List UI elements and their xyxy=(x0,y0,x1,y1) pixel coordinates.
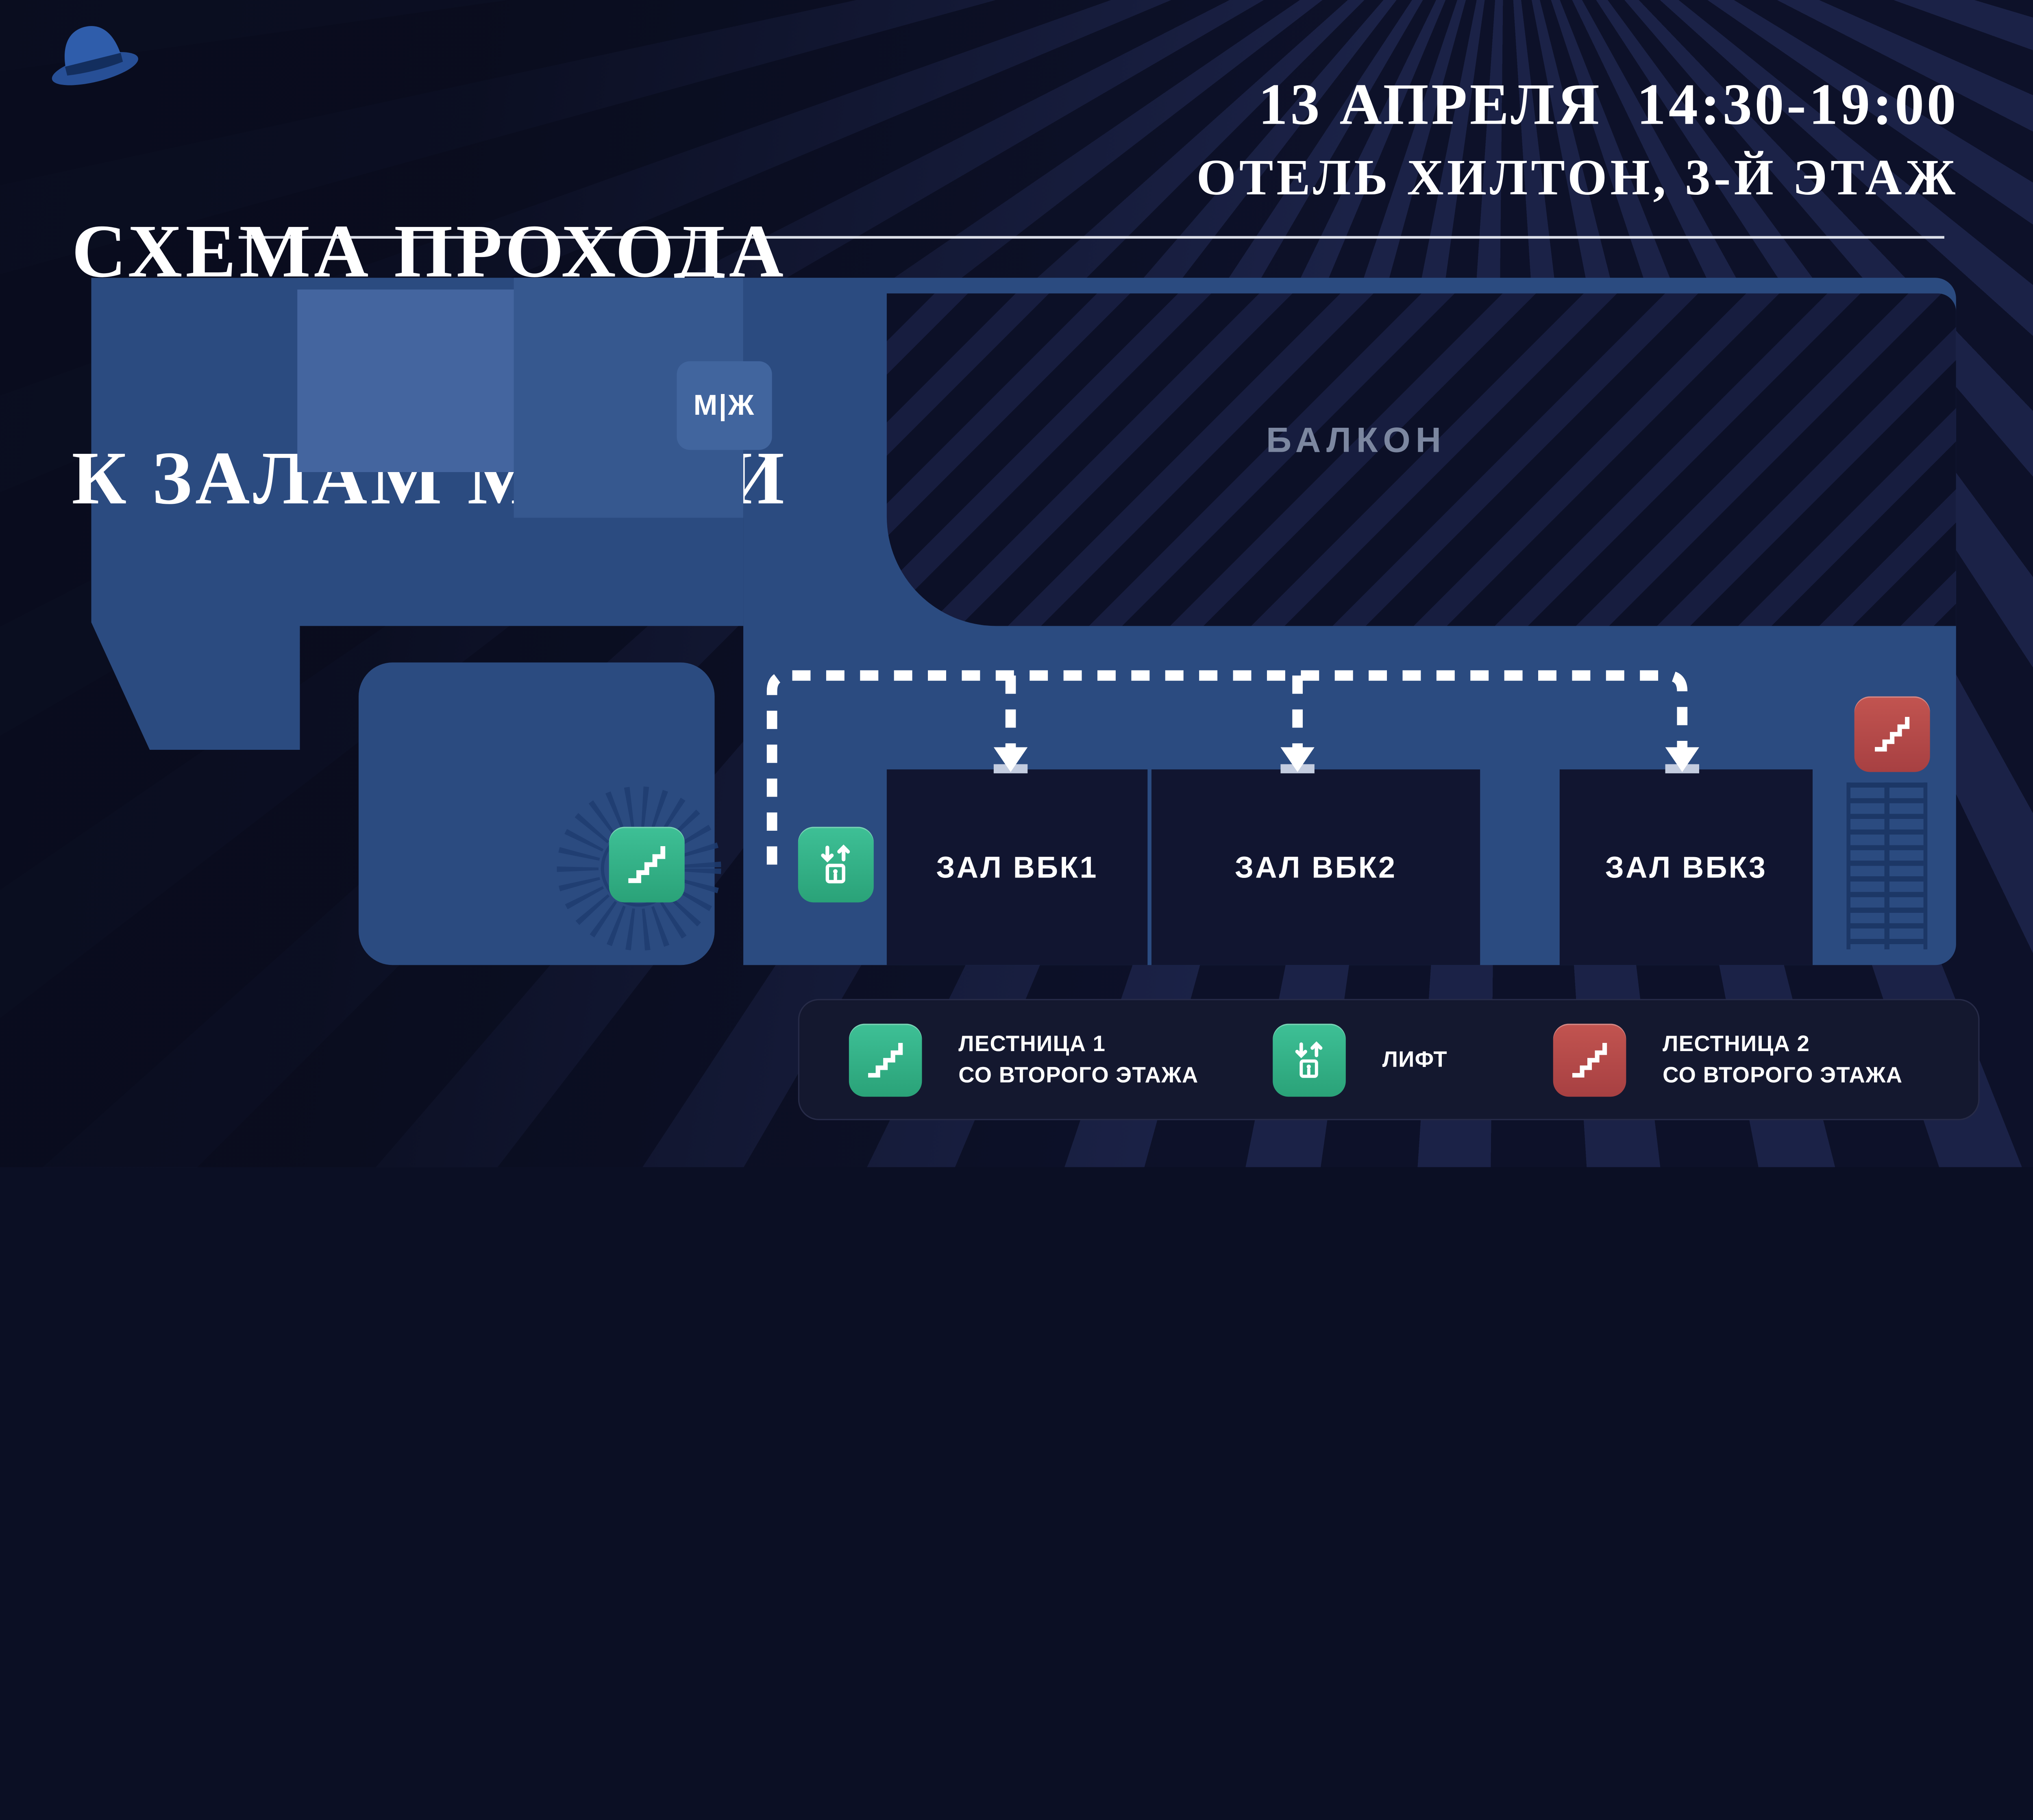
legend-stairs-1-line1: ЛЕСТНИЦА 1 xyxy=(958,1031,1106,1056)
plan-left-wing xyxy=(91,278,300,750)
hall-vbk3-label: ЗАЛ ВБК3 xyxy=(1605,849,1767,884)
hall-vbk2: ЗАЛ ВБК2 xyxy=(1151,769,1480,965)
legend-stairs-2-line2: СО ВТОРОГО ЭТАЖА xyxy=(1663,1062,1903,1087)
stairs-2-icon xyxy=(1854,696,1930,772)
legend-item-elevator: ЛИФТ xyxy=(1273,1000,1447,1119)
elevator-icon xyxy=(798,827,874,903)
hall-vbk1: ЗАЛ ВБК1 xyxy=(886,769,1148,965)
event-location: ОТЕЛЬ ХИЛТОН, 3-Й ЭТАЖ xyxy=(1196,150,1959,206)
legend-item-stairs-1: ЛЕСТНИЦА 1 СО ВТОРОГО ЭТАЖА xyxy=(849,1000,1199,1119)
hall-vbk3: ЗАЛ ВБК3 xyxy=(1559,769,1813,965)
red-stairs-icon xyxy=(1553,1023,1626,1096)
restroom-sign: М|Ж xyxy=(677,361,772,450)
straight-staircase xyxy=(1846,782,1928,949)
hall-vbk2-door xyxy=(1280,764,1315,773)
legend-stairs-2-line1: ЛЕСТНИЦА 2 xyxy=(1663,1031,1810,1056)
stairs-1-icon xyxy=(609,827,685,903)
elevator-icon xyxy=(1273,1023,1346,1096)
poster: СХЕМА ПРОХОДА К ЗАЛАМ МАФИИ 13 АПРЕЛЯ 14… xyxy=(0,0,2033,1167)
event-datetime: 13 АПРЕЛЯ 14:30-19:00 xyxy=(1258,72,1959,137)
balcony-area: БАЛКОН xyxy=(886,293,1956,626)
green-stairs-icon xyxy=(849,1023,922,1096)
legend: ЛЕСТНИЦА 1 СО ВТОРОГО ЭТАЖА ЛИФТ xyxy=(798,999,1980,1120)
header-divider xyxy=(238,236,1944,239)
title-line-1: СХЕМА ПРОХОДА xyxy=(72,209,787,294)
balcony-label: БАЛКОН xyxy=(1266,420,1446,460)
hall-vbk3-door xyxy=(1665,764,1699,773)
hall-vbk1-label: ЗАЛ ВБК1 xyxy=(936,849,1098,884)
legend-item-stairs-2: ЛЕСТНИЦА 2 СО ВТОРОГО ЭТАЖА xyxy=(1553,1000,1903,1119)
legend-label-stairs-2: ЛЕСТНИЦА 2 СО ВТОРОГО ЭТАЖА xyxy=(1663,1029,1902,1091)
floor-plan: БАЛКОН М|Ж ЗАЛ ВБК1 ЗАЛ ВБК2 ЗАЛ ВБК3 xyxy=(91,278,1956,965)
plan-room-zone-1 xyxy=(297,289,515,472)
event-info: 13 АПРЕЛЯ 14:30-19:00 ОТЕЛЬ ХИЛТОН, 3-Й … xyxy=(1196,72,1959,206)
fedora-hat-icon xyxy=(37,13,146,94)
legend-label-elevator: ЛИФТ xyxy=(1382,1047,1447,1072)
legend-stairs-1-line2: СО ВТОРОГО ЭТАЖА xyxy=(958,1062,1199,1087)
legend-label-stairs-1: ЛЕСТНИЦА 1 СО ВТОРОГО ЭТАЖА xyxy=(958,1029,1198,1091)
hall-vbk2-label: ЗАЛ ВБК2 xyxy=(1234,849,1397,884)
hall-vbk1-door xyxy=(993,764,1028,773)
